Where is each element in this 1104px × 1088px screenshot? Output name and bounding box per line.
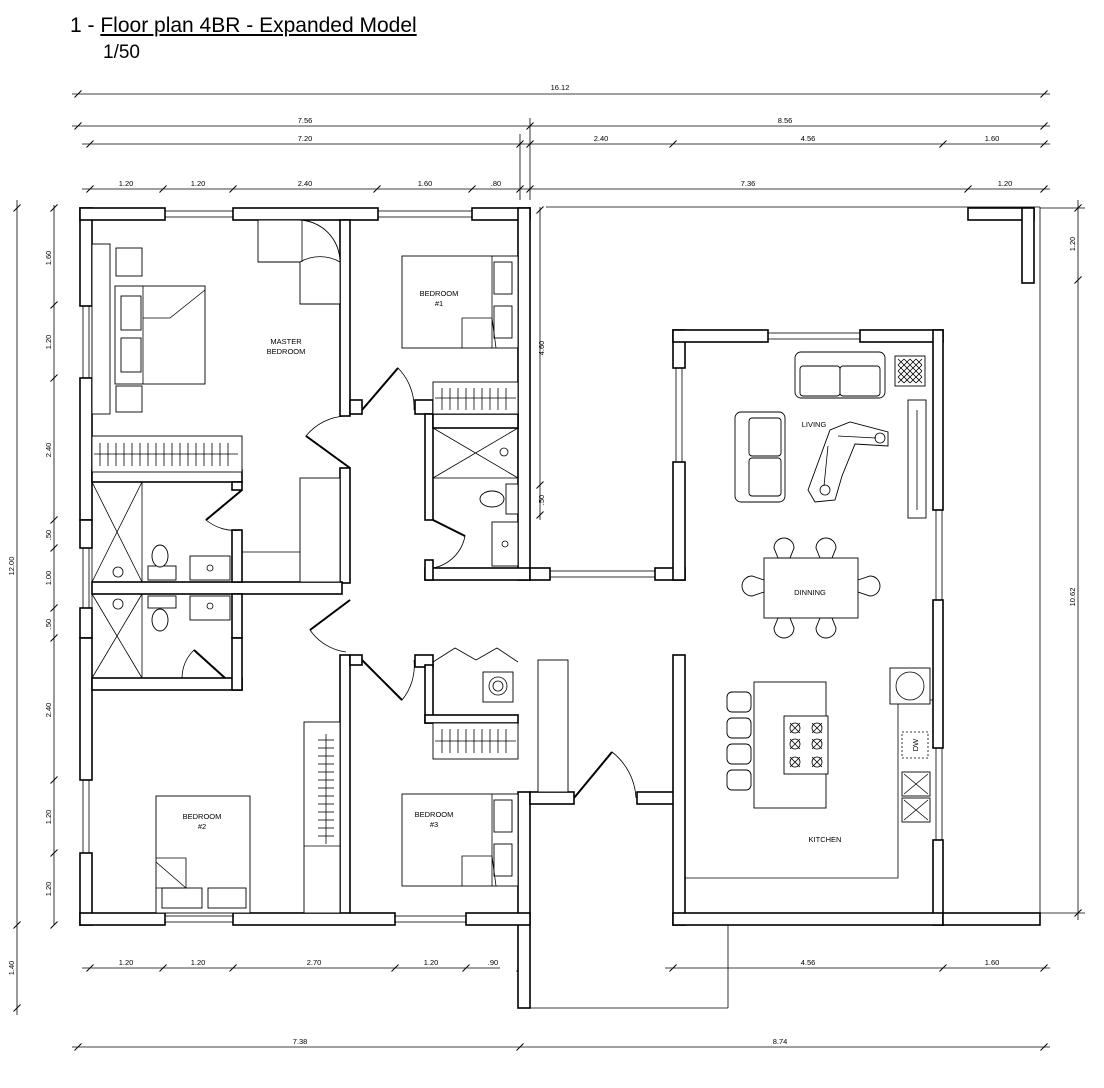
dim-top-split-left: 7.56: [298, 116, 313, 125]
room-label-master-2: BEDROOM: [267, 347, 306, 356]
dishwasher-label: DW: [911, 738, 920, 751]
bedroom1-furniture: [401, 255, 519, 349]
dim-left: 1.00: [44, 571, 53, 586]
dim-left: 1.20: [44, 810, 53, 825]
dim-top-sub: 2.40: [594, 134, 609, 143]
room-label-kitchen: KITCHEN: [809, 835, 842, 844]
dim-bottom-overall: 7.38: [293, 1037, 308, 1046]
dim-opening: 1.20: [119, 179, 134, 188]
room-label-bedroom2-1: BEDROOM: [183, 812, 222, 821]
kitchen-furniture: DW: [685, 667, 933, 879]
dim-left: .50: [44, 619, 53, 629]
dim-opening: 1.20: [998, 179, 1013, 188]
room-label-dinning: DINNING: [794, 588, 826, 597]
walls: [79, 207, 1041, 1009]
room-label-master-1: MASTER: [270, 337, 302, 346]
dim-top-overall: 16.12: [551, 83, 570, 92]
room-label-bedroom1-2: #1: [435, 299, 443, 308]
drawing-number: 1 -: [70, 14, 101, 37]
dim-bottom: 1.20: [191, 958, 206, 967]
dim-left-overall: 12.00: [7, 557, 16, 576]
bathrooms: [91, 381, 519, 679]
dim-left: 1.60: [44, 251, 53, 266]
room-label-bedroom3-1: BEDROOM: [415, 810, 454, 819]
room-label-bedroom3-2: #3: [430, 820, 438, 829]
dim-opening: 1.60: [418, 179, 433, 188]
room-label-bedroom1-1: BEDROOM: [420, 289, 459, 298]
room-label-living: LIVING: [802, 420, 827, 429]
living-furniture: [734, 351, 927, 519]
dim-right-top: 1.20: [1068, 237, 1077, 252]
bedroom3-furniture: [401, 659, 569, 887]
bedroom2-furniture: [155, 721, 341, 914]
drawing-scale: 1/50: [103, 42, 140, 63]
dim-left: .50: [44, 530, 53, 540]
dim-bottom: 2.70: [307, 958, 322, 967]
room-labels: MASTER BEDROOM BEDROOM #1 BEDROOM #2 BED…: [183, 289, 842, 844]
dim-top-sub: 4.56: [801, 134, 816, 143]
room-label-bedroom2-2: #2: [198, 822, 206, 831]
dim-opening: .80: [491, 179, 501, 188]
dim-opening: 7.36: [741, 179, 756, 188]
dim-opening: 1.20: [191, 179, 206, 188]
dim-inner-vertical: 4.60: [537, 341, 546, 356]
dim-top-sub: 7.20: [298, 134, 313, 143]
dim-bottom-overall: 8.74: [773, 1037, 788, 1046]
dim-left: 2.40: [44, 443, 53, 458]
drawing-title: 1 - Floor plan 4BR - Expanded Model: [70, 14, 417, 38]
drawing-name: Floor plan 4BR - Expanded Model: [100, 14, 417, 37]
dim-top-sub: 1.60: [985, 134, 1000, 143]
dim-inner-vertical: .50: [537, 495, 546, 505]
dim-top-split-right: 8.56: [778, 116, 793, 125]
master-bedroom-furniture: [91, 219, 341, 583]
dim-bottom: 1.20: [424, 958, 439, 967]
dim-bottom-right: 1.60: [985, 958, 1000, 967]
dimension-labels: 16.12 7.56 8.56 7.20 2.40 4.56 1.60 1.20…: [7, 83, 1077, 1046]
dim-left: 2.40: [44, 703, 53, 718]
dim-opening: 2.40: [298, 179, 313, 188]
wardrobe-hangers: [94, 443, 238, 466]
dim-right-overall: 10.62: [1068, 588, 1077, 607]
dim-left: 1.20: [44, 882, 53, 897]
dimension-lines: [16, 93, 1085, 1048]
dim-bottom-right: 4.56: [801, 958, 816, 967]
dim-left-bottom: 1.40: [7, 961, 16, 976]
dim-bottom: 1.20: [119, 958, 134, 967]
dining-furniture: [741, 537, 881, 639]
doors: [181, 367, 637, 799]
dim-left: 1.20: [44, 335, 53, 350]
dim-bottom: .90: [488, 958, 498, 967]
